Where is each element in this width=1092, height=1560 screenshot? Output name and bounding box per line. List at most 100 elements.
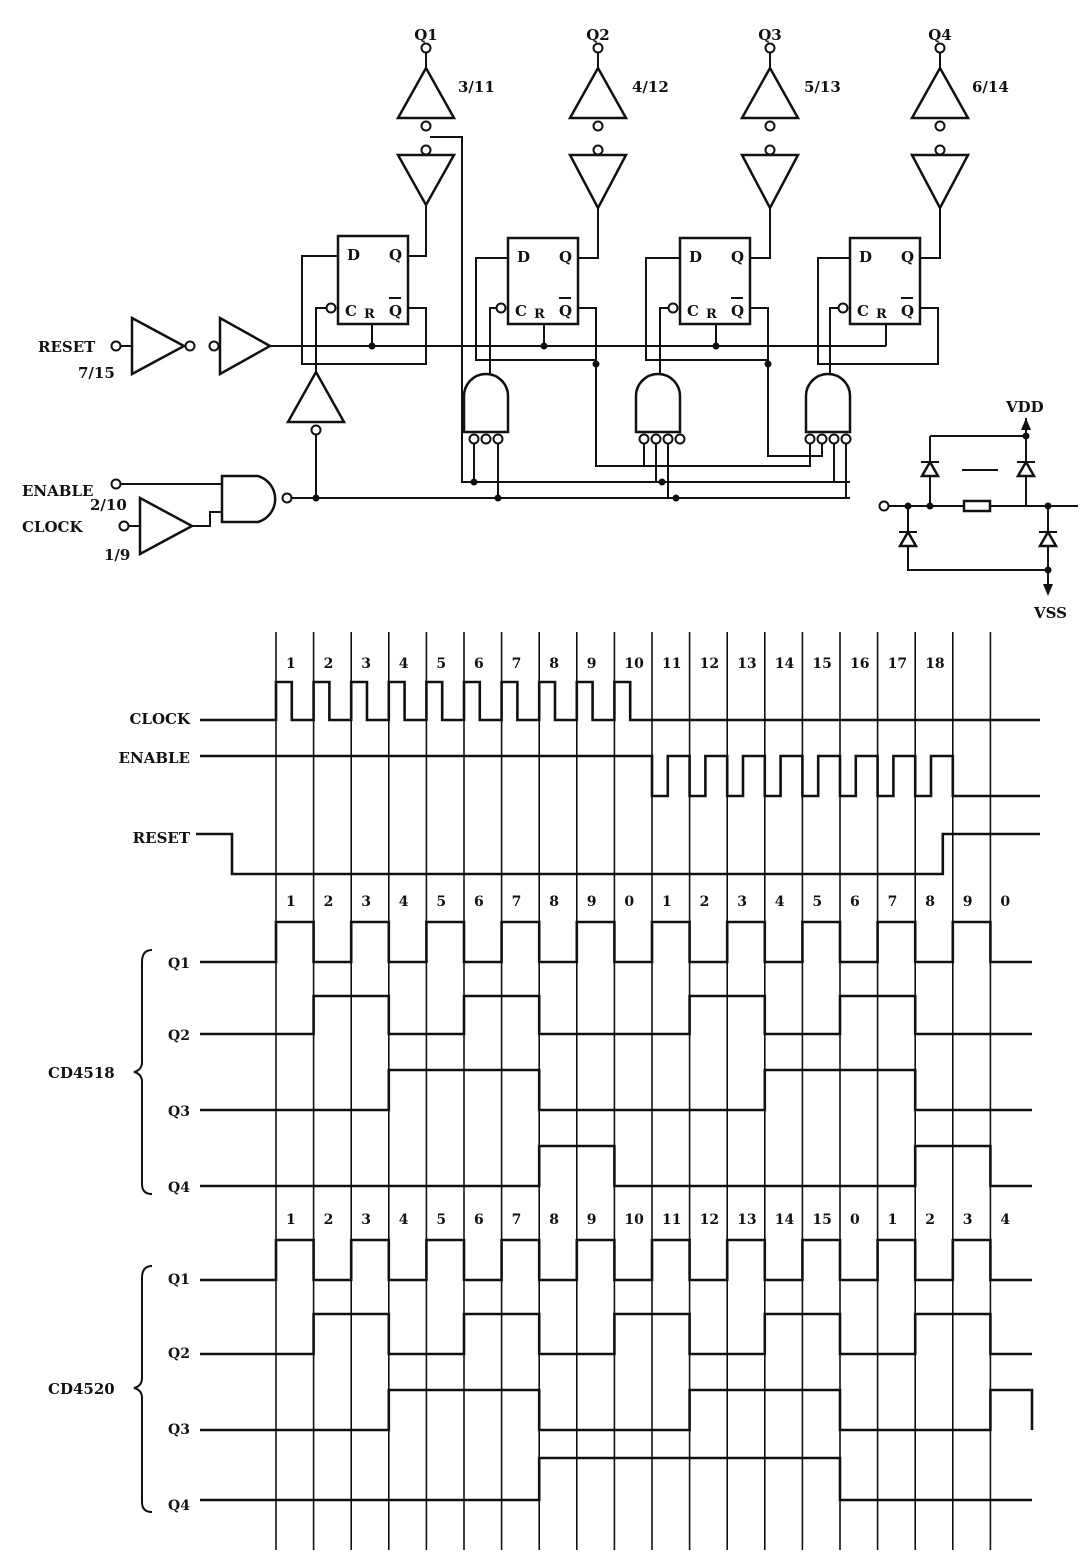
cd4518-q4-label: Q4 [168, 1180, 190, 1196]
and-gate-2 [634, 372, 686, 445]
output-buffer-q2 [567, 42, 629, 211]
pin-label-q1: 3/11 [458, 78, 495, 96]
clock-pulse-number-13: 13 [737, 656, 756, 672]
cd4520-q2-label: Q2 [168, 1346, 190, 1362]
and-gate-1 [462, 372, 510, 445]
diode-upper-right [1015, 459, 1037, 478]
enable-pin [110, 478, 122, 490]
flip-flop-4: D Q C R Q [837, 236, 922, 326]
ff2-c-label: C [515, 302, 527, 320]
clock-input-label: CLOCK [22, 518, 83, 536]
output-label-q4: Q4 [928, 26, 952, 44]
output-inverter-q3 [739, 65, 801, 120]
cd4518-count-number-17: 7 [888, 894, 898, 910]
cd4518-count-number-6: 6 [474, 894, 484, 910]
clock-pulse-number-9: 9 [587, 656, 597, 672]
cd4518-count-number-5: 5 [436, 894, 446, 910]
reset-pin-label: 7/15 [78, 364, 115, 382]
output-label-q2: Q2 [586, 26, 610, 44]
output-pin-q4 [934, 42, 946, 54]
clock-pin [118, 520, 130, 532]
clock-pulse-number-5: 5 [436, 656, 446, 672]
clock-pulse-number-17: 17 [888, 656, 907, 672]
cd4518-count-number-16: 6 [850, 894, 860, 910]
cd4520-brace [133, 1265, 153, 1513]
ff3-c-label: C [687, 302, 699, 320]
cd4520-count-number-10: 10 [624, 1212, 644, 1228]
timing-label-enable: ENABLE [119, 749, 190, 767]
logic-circuit: Q1 Q2 Q3 Q4 3/11 4/12 5/13 6/14 [22, 26, 1078, 622]
reset-pin [110, 340, 122, 352]
waveform-cd4520-q1 [200, 1238, 1032, 1282]
diode-upper-left [919, 459, 941, 478]
diode-lower-right [1037, 529, 1059, 548]
cd4520-count-number-17: 1 [888, 1212, 898, 1228]
output-inverter-q4 [909, 65, 971, 120]
ff1-c-label: C [345, 302, 357, 320]
pin-label-q3: 5/13 [804, 78, 841, 96]
flip-flop-3: D Q C R Q [667, 236, 752, 326]
cd4518-count-number-14: 4 [775, 894, 785, 910]
enable-pin-label: 2/10 [90, 496, 127, 514]
cd4518-count-number-9: 9 [587, 894, 597, 910]
cd4520-count-number-1: 1 [286, 1212, 296, 1228]
reset-input-label: RESET [38, 338, 96, 356]
output-pin-q2 [592, 42, 604, 54]
input-protection-network: VDD VSS [878, 398, 1078, 622]
cd4518-count-number-15: 5 [812, 894, 822, 910]
clock-pulse-number-8: 8 [549, 656, 559, 672]
clock-buffer [285, 369, 347, 424]
cd4520-count-number-6: 6 [474, 1212, 484, 1228]
output-label-q3: Q3 [758, 26, 782, 44]
waveform-clock [200, 680, 1040, 722]
cd4518-count-number-10: 0 [624, 894, 634, 910]
cd4518-count-number-18: 8 [925, 894, 935, 910]
cd4520-q4-label: Q4 [168, 1498, 190, 1514]
waveform-cd4518-q2 [200, 994, 1032, 1036]
cd4518-count-number-4: 4 [399, 894, 409, 910]
output-inverter-q1 [395, 65, 457, 120]
timing-label-reset: RESET [133, 829, 191, 847]
reset-inverter [130, 315, 187, 377]
buffer-q2 [567, 153, 629, 211]
buffer-q1 [395, 153, 457, 208]
cd4520-count-number-8: 8 [549, 1212, 559, 1228]
cd4520-count-number-3: 3 [361, 1212, 371, 1228]
ff1-d-label: D [347, 246, 360, 264]
ff1-r-label: R [364, 307, 375, 322]
pin-label-q4: 6/14 [972, 78, 1009, 96]
ff1-qbar-label: Q [389, 302, 402, 320]
cd4520-count-number-7: 7 [512, 1212, 522, 1228]
cd4520-count-number-4: 4 [399, 1212, 409, 1228]
ff4-qbar-label: Q [901, 302, 914, 320]
output-pin-q1 [420, 42, 432, 54]
cd4520-count-number-16: 0 [850, 1212, 860, 1228]
cd4520-count-number-2: 2 [324, 1212, 334, 1228]
clock-pulse-number-16: 16 [850, 656, 869, 672]
cd4518-count-number-11: 1 [662, 894, 672, 910]
cd4520-count-number-14: 14 [775, 1212, 795, 1228]
waveform-cd4518-q3 [200, 1068, 1032, 1112]
waveform-cd4520-q2 [200, 1312, 1032, 1356]
pin-label-q2: 4/12 [632, 78, 669, 96]
output-buffer-q1 [395, 42, 457, 208]
cd4518-count-number-7: 7 [512, 894, 522, 910]
cd4518-count-number-13: 3 [737, 894, 747, 910]
cd4518-count-number-19: 9 [963, 894, 973, 910]
ff4-d-label: D [859, 248, 872, 266]
cd4518-count-number-3: 3 [361, 894, 371, 910]
clock-pulse-number-4: 4 [399, 656, 409, 672]
ff4-q-label: Q [901, 248, 914, 266]
cd4518-brace [133, 949, 153, 1195]
cd4520-count-number-5: 5 [436, 1212, 446, 1228]
ff4-c-label: C [857, 302, 869, 320]
and-gate-3 [804, 372, 852, 445]
clock-pulse-number-18: 18 [925, 656, 944, 672]
waveform-cd4518-q4 [200, 1144, 1032, 1188]
input-resistor [962, 499, 992, 513]
enable-input-label: ENABLE [22, 482, 93, 500]
